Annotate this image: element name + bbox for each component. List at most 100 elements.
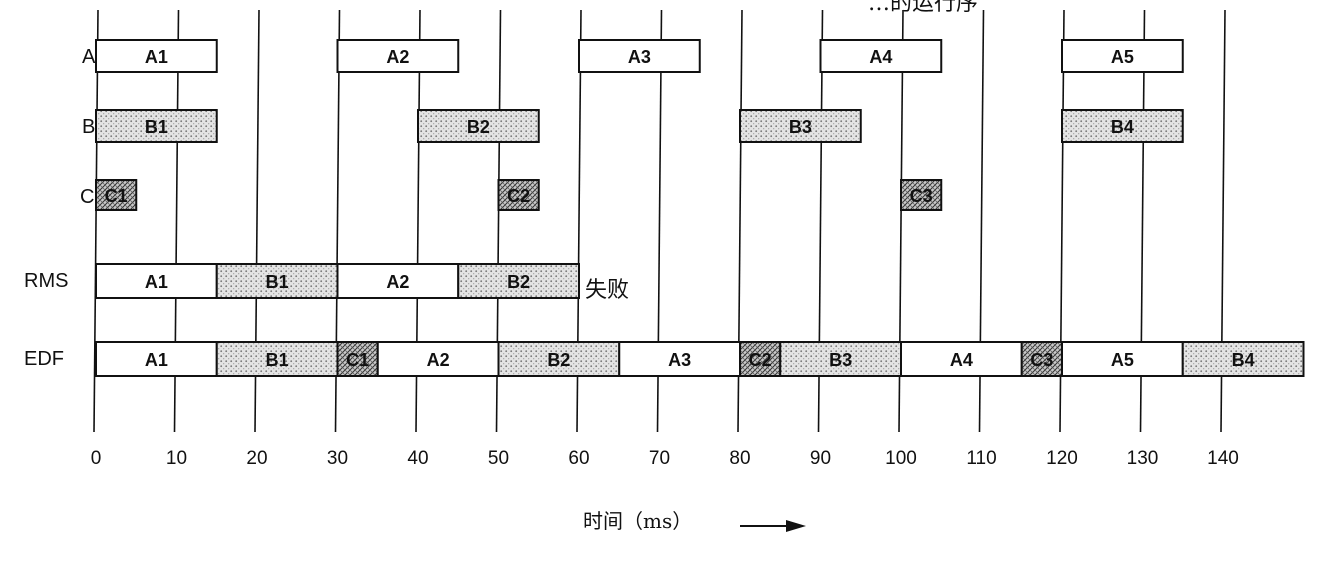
bar-label: B2 [467, 117, 490, 137]
bar-label: A1 [145, 350, 168, 370]
bar-edf-a2: A2 [376, 341, 500, 377]
bar-rect [215, 263, 339, 299]
tick-label-20: 20 [246, 448, 267, 469]
bar-rect [739, 109, 862, 143]
tick-label-40: 40 [407, 448, 428, 469]
bar-rms-b2: B2 [457, 263, 580, 299]
bar-rect [457, 263, 580, 299]
bar-a-a5: A5 [1061, 39, 1184, 73]
tick-label-30: 30 [327, 448, 348, 469]
tick-label-140: 140 [1207, 448, 1239, 469]
bar-edf-c2: C2 [739, 341, 782, 377]
tick-label-110: 110 [966, 448, 996, 469]
right-arrow-icon [740, 520, 806, 532]
bar-edf-c3: C3 [1020, 341, 1063, 377]
bar-label: A5 [1111, 350, 1134, 370]
bar-edf-b4: B4 [1181, 341, 1305, 377]
bar-label: A2 [386, 47, 409, 67]
bar-rect [417, 109, 540, 143]
bar-label: A1 [145, 272, 168, 292]
row-label-b: B [82, 116, 95, 138]
bar-edf-a4: A4 [900, 341, 1023, 377]
bar-rect [215, 341, 339, 377]
tick-label-90: 90 [810, 448, 831, 469]
bar-label: B3 [829, 350, 852, 370]
bar-label: B2 [547, 350, 570, 370]
bar-label: B4 [1111, 117, 1134, 137]
bar-edf-a3: A3 [618, 341, 741, 377]
bar-edf-b3: B3 [779, 341, 902, 377]
bar-rms-a1: A1 [95, 263, 218, 299]
bar-b-b3: B3 [739, 109, 862, 143]
bar-edf-c1: C1 [336, 341, 379, 377]
tick-label-70: 70 [649, 448, 670, 469]
bar-rect [1061, 39, 1184, 73]
bar-rect [95, 179, 138, 211]
bar-b-b2: B2 [417, 109, 540, 143]
tick-label-50: 50 [488, 448, 509, 469]
row-label-a: A [82, 46, 96, 68]
bar-rect [578, 39, 701, 73]
bar-label: A5 [1111, 47, 1134, 67]
bar-c-c2: C2 [497, 179, 540, 211]
bar-label: C3 [910, 186, 933, 206]
bar-c-c3: C3 [900, 179, 943, 211]
bar-rect [1181, 341, 1305, 377]
bar-a-a4: A4 [819, 39, 943, 73]
bar-rect [819, 39, 943, 73]
bar-label: C2 [749, 350, 772, 370]
x-axis-label: 时间（ms） [583, 509, 692, 533]
bar-label: C1 [346, 350, 369, 370]
bar-rect [95, 39, 218, 73]
tick-label-80: 80 [729, 448, 750, 469]
bar-label: C3 [1030, 350, 1053, 370]
bar-rect [376, 341, 500, 377]
bar-label: B3 [789, 117, 812, 137]
bar-label: B1 [145, 117, 168, 137]
partial-top-text: …的运行序 [868, 0, 978, 16]
bar-rect [900, 179, 943, 211]
bar-label: A4 [869, 47, 892, 67]
bar-rect [95, 263, 218, 299]
bar-rect [1061, 341, 1184, 377]
bar-label: A4 [950, 350, 973, 370]
bar-rect [336, 341, 379, 377]
tick-label-120: 120 [1046, 448, 1078, 469]
bar-edf-b1: B1 [215, 341, 339, 377]
tick-label-0: 0 [91, 448, 102, 469]
bar-rect [1061, 109, 1184, 143]
tick-label-130: 130 [1127, 448, 1159, 469]
tick-label-60: 60 [568, 448, 589, 469]
bar-b-b4: B4 [1061, 109, 1184, 143]
fail-label: 失败 [585, 278, 629, 303]
bar-label: A3 [668, 350, 691, 370]
bar-label: A3 [628, 47, 651, 67]
bar-a-a2: A2 [336, 39, 460, 73]
row-label-rms: RMS [24, 270, 68, 292]
bar-c-c1: C1 [95, 179, 138, 211]
bar-rect [739, 341, 782, 377]
bar-rect [779, 341, 902, 377]
bar-edf-a1: A1 [95, 341, 218, 377]
bar-b-b1: B1 [95, 109, 218, 143]
bar-label: B1 [266, 272, 289, 292]
bar-edf-a5: A5 [1061, 341, 1184, 377]
gridline-0 [93, 9, 99, 433]
bar-label: A1 [145, 47, 168, 67]
bar-label: B4 [1232, 350, 1255, 370]
bar-label: C2 [507, 186, 530, 206]
bar-rect [497, 341, 621, 377]
bar-label: C1 [105, 186, 128, 206]
bar-label: A2 [427, 350, 450, 370]
bar-edf-b2: B2 [497, 341, 621, 377]
bar-rect [95, 341, 218, 377]
bar-rms-b1: B1 [215, 263, 339, 299]
bar-label: B2 [507, 272, 530, 292]
bar-rect [336, 39, 460, 73]
bar-rect [95, 109, 218, 143]
row-label-c: C [80, 186, 94, 208]
tick-label-100: 100 [885, 448, 917, 469]
